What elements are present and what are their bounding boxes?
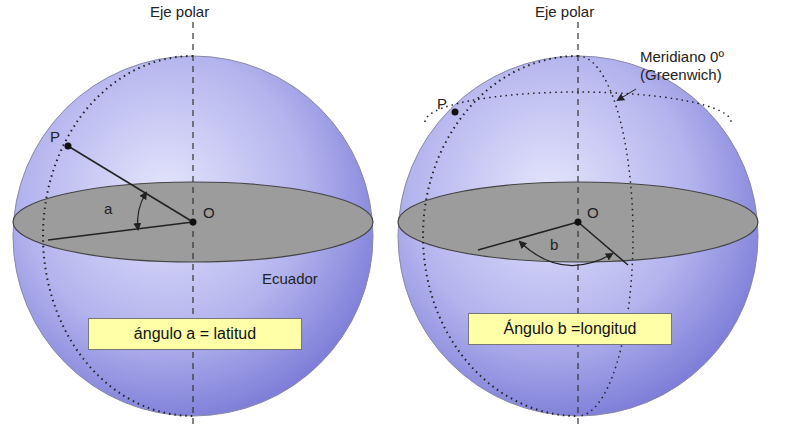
caption-text: Ángulo b =longitud xyxy=(504,320,637,338)
angle-label: a xyxy=(104,200,112,218)
meridian-label: Meridiano 0º (Greenwich) xyxy=(640,48,768,84)
axis-label: Eje polar xyxy=(150,3,209,21)
caption-text: ángulo a = latitud xyxy=(134,325,256,343)
caption-box: Ángulo b =longitud xyxy=(468,313,672,345)
point-label: P xyxy=(50,128,60,146)
angle-label: b xyxy=(550,236,558,254)
caption-box: ángulo a = latitud xyxy=(88,318,302,350)
axis-label: Eje polar xyxy=(535,3,594,21)
point-label: P xyxy=(437,95,447,113)
equator-label: Ecuador xyxy=(262,270,318,288)
center-label: O xyxy=(587,204,599,222)
center-label: O xyxy=(203,204,215,222)
